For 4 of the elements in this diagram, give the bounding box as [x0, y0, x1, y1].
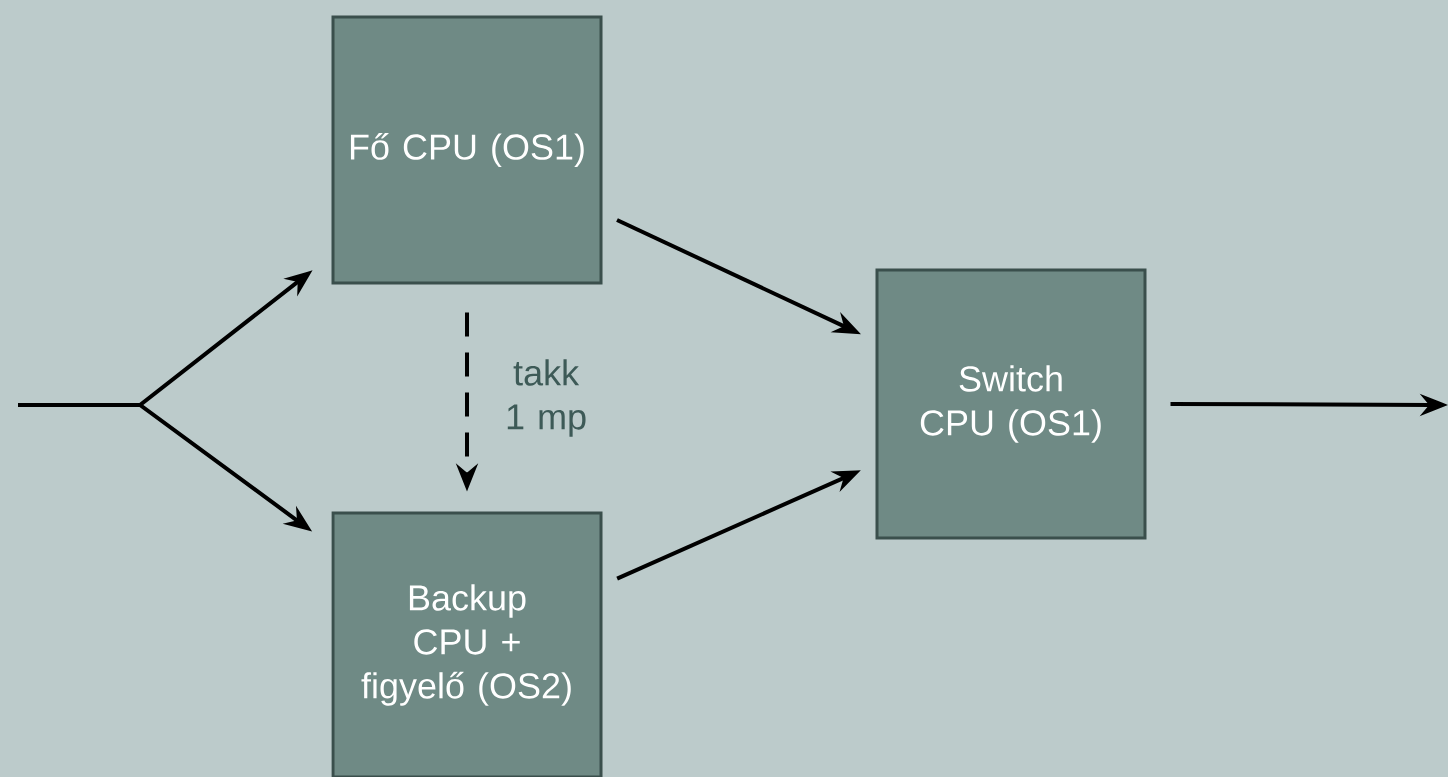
- process-box: Switch CPU (OS1): [875, 268, 1147, 540]
- process-box: Fő CPU (OS1): [331, 15, 603, 285]
- process-box: Backup CPU + figyelő (OS2): [331, 511, 603, 777]
- edge-label: takk 1 mp: [507, 359, 586, 437]
